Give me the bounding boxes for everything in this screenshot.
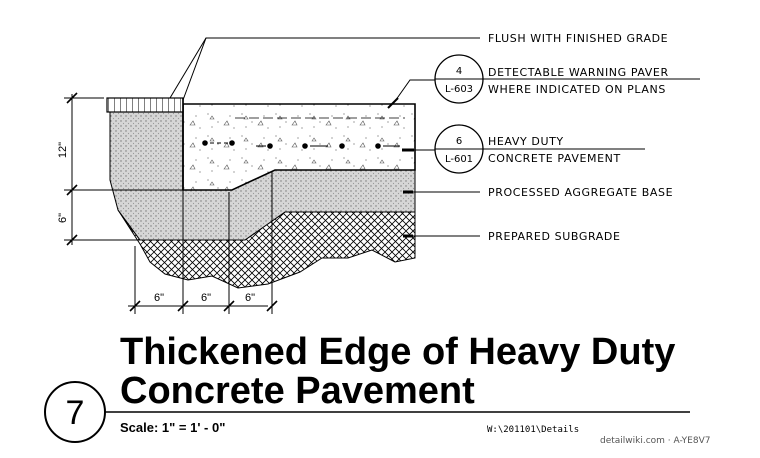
scale-label: Scale: 1" = 1' - 0" (120, 420, 225, 435)
title-line2: Concrete Pavement (120, 370, 475, 412)
leader-grade-branch (169, 37, 207, 99)
ref-pavement-sheet: L-601 (445, 154, 473, 165)
detail-number: 7 (66, 394, 85, 432)
dim-tick (177, 300, 189, 312)
paver-arrow (387, 97, 399, 109)
dim-base-thickness: 6" (57, 213, 69, 223)
dim-width-1: 6" (154, 292, 164, 304)
rebar-dot (375, 143, 381, 149)
ref-paver-detail: 4 (456, 66, 462, 77)
callout-warning-paver-line2: WHERE INDICATED ON PLANS (488, 83, 666, 96)
title-line1: Thickened Edge of Heavy Duty (120, 331, 675, 373)
ref-pavement-detail: 6 (456, 136, 462, 147)
ref-paver-sheet: L-603 (445, 84, 473, 95)
callout-aggregate-base: PROCESSED AGGREGATE BASE (488, 186, 673, 199)
dim-tick (266, 300, 278, 312)
callout-finished-grade: FLUSH WITH FINISHED GRADE (488, 32, 668, 45)
rebar-dot (202, 140, 208, 146)
callout-prepared-subgrade: PREPARED SUBGRADE (488, 230, 621, 243)
file-path: W:\201101\Details (487, 425, 579, 435)
callout-pavement-line1: HEAVY DUTY (488, 135, 564, 148)
horizontal-dimensions (128, 172, 278, 314)
dim-tick (66, 184, 78, 196)
rebar-dot (339, 143, 345, 149)
vertical-dimensions (64, 92, 183, 246)
rebar-dot (267, 143, 273, 149)
dim-tick (129, 300, 141, 312)
dim-tick (223, 300, 235, 312)
rebar-row (202, 140, 400, 149)
dim-width-2: 6" (201, 292, 211, 304)
dim-slab-thickness: 12" (57, 142, 69, 158)
dim-tick (66, 234, 78, 246)
callout-pavement-line2: CONCRETE PAVEMENT (488, 152, 621, 165)
dim-width-3: 6" (245, 292, 255, 304)
callout-warning-paver-line1: DETECTABLE WARNING PAVER (488, 66, 669, 79)
dim-tick (66, 92, 78, 104)
rebar-dot (302, 143, 308, 149)
credit-watermark: detailwiki.com · A-YE8V7 (600, 436, 710, 446)
rebar-dot (229, 140, 235, 146)
detail-number-circle (44, 381, 106, 443)
leader-grade (182, 37, 480, 101)
detectable-warning-paver (106, 97, 184, 113)
